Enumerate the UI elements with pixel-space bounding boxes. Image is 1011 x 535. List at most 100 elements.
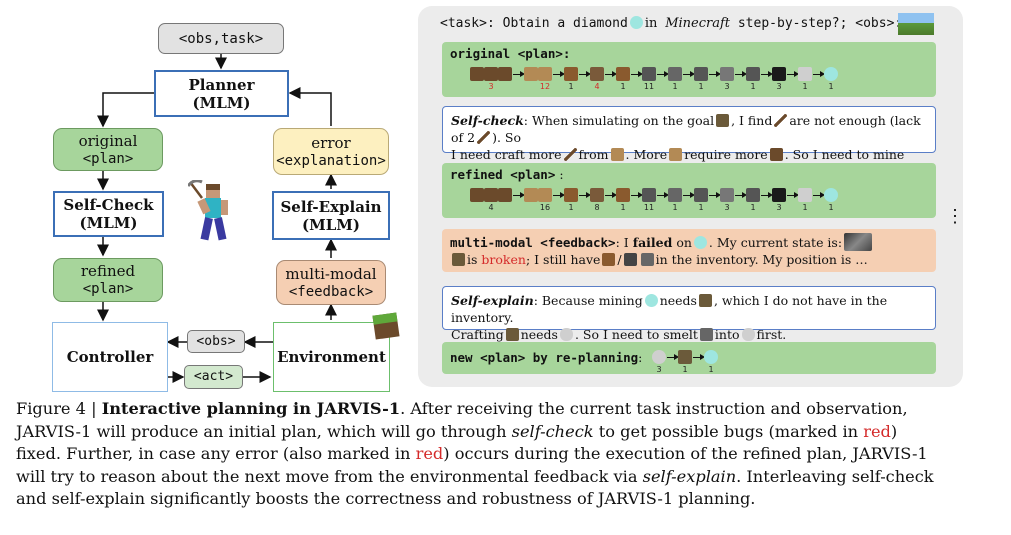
plan-item-icon: 11 [642,188,656,212]
plan-item-icon: 1 [616,67,630,91]
error-l1: error [311,133,351,152]
plan-arrow [512,188,525,202]
figure-caption: Figure 4 | Interactive planning in JARVI… [16,398,1001,511]
plan-item-count: 3 [724,203,730,212]
feedback-text-3: . My current state is: [708,235,843,250]
caption-fig: Figure 4 | [16,399,97,418]
caption-text-2c: ) [890,421,898,441]
feedback-text-6: in the inventory. My position is … [655,252,868,267]
plan-arrow [760,67,773,81]
plan-item-icon [470,188,484,202]
plan-item-icon: 1 [694,188,708,212]
task-in: in [644,16,658,31]
furnace-icon [623,253,637,266]
plan-arrow [630,67,643,81]
planks-icon [610,148,624,161]
iron-ore-icon [699,328,713,341]
plan-item-count: 1 [672,203,678,212]
refined-plan-l1: refined [80,262,136,280]
iron-ingot-icon [559,328,573,341]
caption-red-2: red [415,444,444,463]
grass-block-icon [372,312,400,340]
pickaxe-icon [716,114,730,127]
self-explain-text-8: first. [756,327,787,342]
new-plan-item-icon: 1 [678,350,692,374]
pickaxe-icon [698,294,712,307]
minecraft-steve-icon [188,180,228,241]
self-check-text-7: . More [625,147,668,162]
plan-item-icon: 1 [824,188,838,212]
obs-task-box: <obs,task> [158,23,284,54]
task-prefix: <task>: Obtain a diamond [440,16,628,31]
refined-plan-box: refined <plan> [53,258,163,302]
plan-item-count: 1 [828,203,834,212]
plan-item-count: 1 [750,82,756,91]
planner-title: Planner [188,75,255,94]
plan-arrow [512,67,525,81]
plan-arrow [786,188,799,202]
planks-icon [669,148,683,161]
pickaxe-icon [452,253,465,266]
plan-item-icon: 1 [616,188,630,212]
self-explain-label: Self-explain [451,293,534,308]
plan-item-icon [498,67,512,81]
self-check-text-4: ). So [492,130,522,145]
planner-sub: (MLM) [192,93,251,112]
self-explain-box: Self-Explain (MLM) [272,191,390,240]
feedback-row: multi-modal <feedback>: I failed on. My … [442,229,936,272]
self-explain-sub: (MLM) [302,215,360,234]
plan-arrow [734,67,747,81]
plan-item-icon: 1 [668,188,682,212]
new-plan-item-count: 1 [708,365,714,374]
caption-text-1: . After receiving the current task instr… [400,399,908,418]
self-check-label: Self-check [451,113,524,128]
plan-item-count: 8 [594,203,600,212]
pickaxe-icon [505,328,519,341]
plan-item-icon: 12 [538,67,552,91]
self-check-text-5: I need craft more [451,147,562,162]
state-screenshot-icon [844,233,873,251]
caption-text-2: JARVIS-1 will produce an initial plan, w… [16,421,507,441]
plan-item-count: 12 [539,82,551,91]
plan-item-count: 11 [643,82,655,91]
iron-ingot-icon [741,328,755,341]
plan-item-count: 1 [802,203,808,212]
new-plan-colon: : [638,350,643,365]
feedback-failed: failed [632,235,673,250]
plan-item-count: 4 [488,203,494,212]
error-l2: <explanation> [276,152,386,169]
self-explain-text-1: : Because mining [533,293,643,308]
plan-item-count: 1 [672,82,678,91]
task-game: Minecraft [665,16,731,31]
plan-item-count: 3 [776,203,782,212]
plan-arrow [708,188,721,202]
new-plan-item-count: 1 [682,365,688,374]
feedback-broken: broken [481,252,526,267]
plan-arrow [630,188,643,202]
plan-arrow [786,67,799,81]
controller-label: Controller [66,348,154,366]
self-explain-text-3: , which I do not have in the inventory. [451,293,888,325]
plan-arrow [666,350,679,364]
plan-item-count: 1 [828,82,834,91]
self-explain-text-2: needs [659,293,697,308]
plan-arrow [708,67,721,81]
original-plan-l2: <plan> [82,150,134,167]
plan-item-icon: 3 [720,67,734,91]
plan-arrow [552,67,565,81]
feedback-text-4: is [467,252,478,267]
iron-ore-icon [640,253,654,266]
plan-item-count: 1 [620,203,626,212]
plan-item-count: 1 [698,203,704,212]
environment-box: Environment [273,322,390,392]
feedback-text-1: : I [615,235,629,250]
self-check-text-8: require more [684,147,768,162]
self-check-text-2: , I find [731,113,773,128]
self-check-title: Self-Check [63,196,154,214]
feedback-l2: <feedback> [288,283,374,300]
plan-item-icon: 1 [668,67,682,91]
refined-colon: : [559,167,564,182]
